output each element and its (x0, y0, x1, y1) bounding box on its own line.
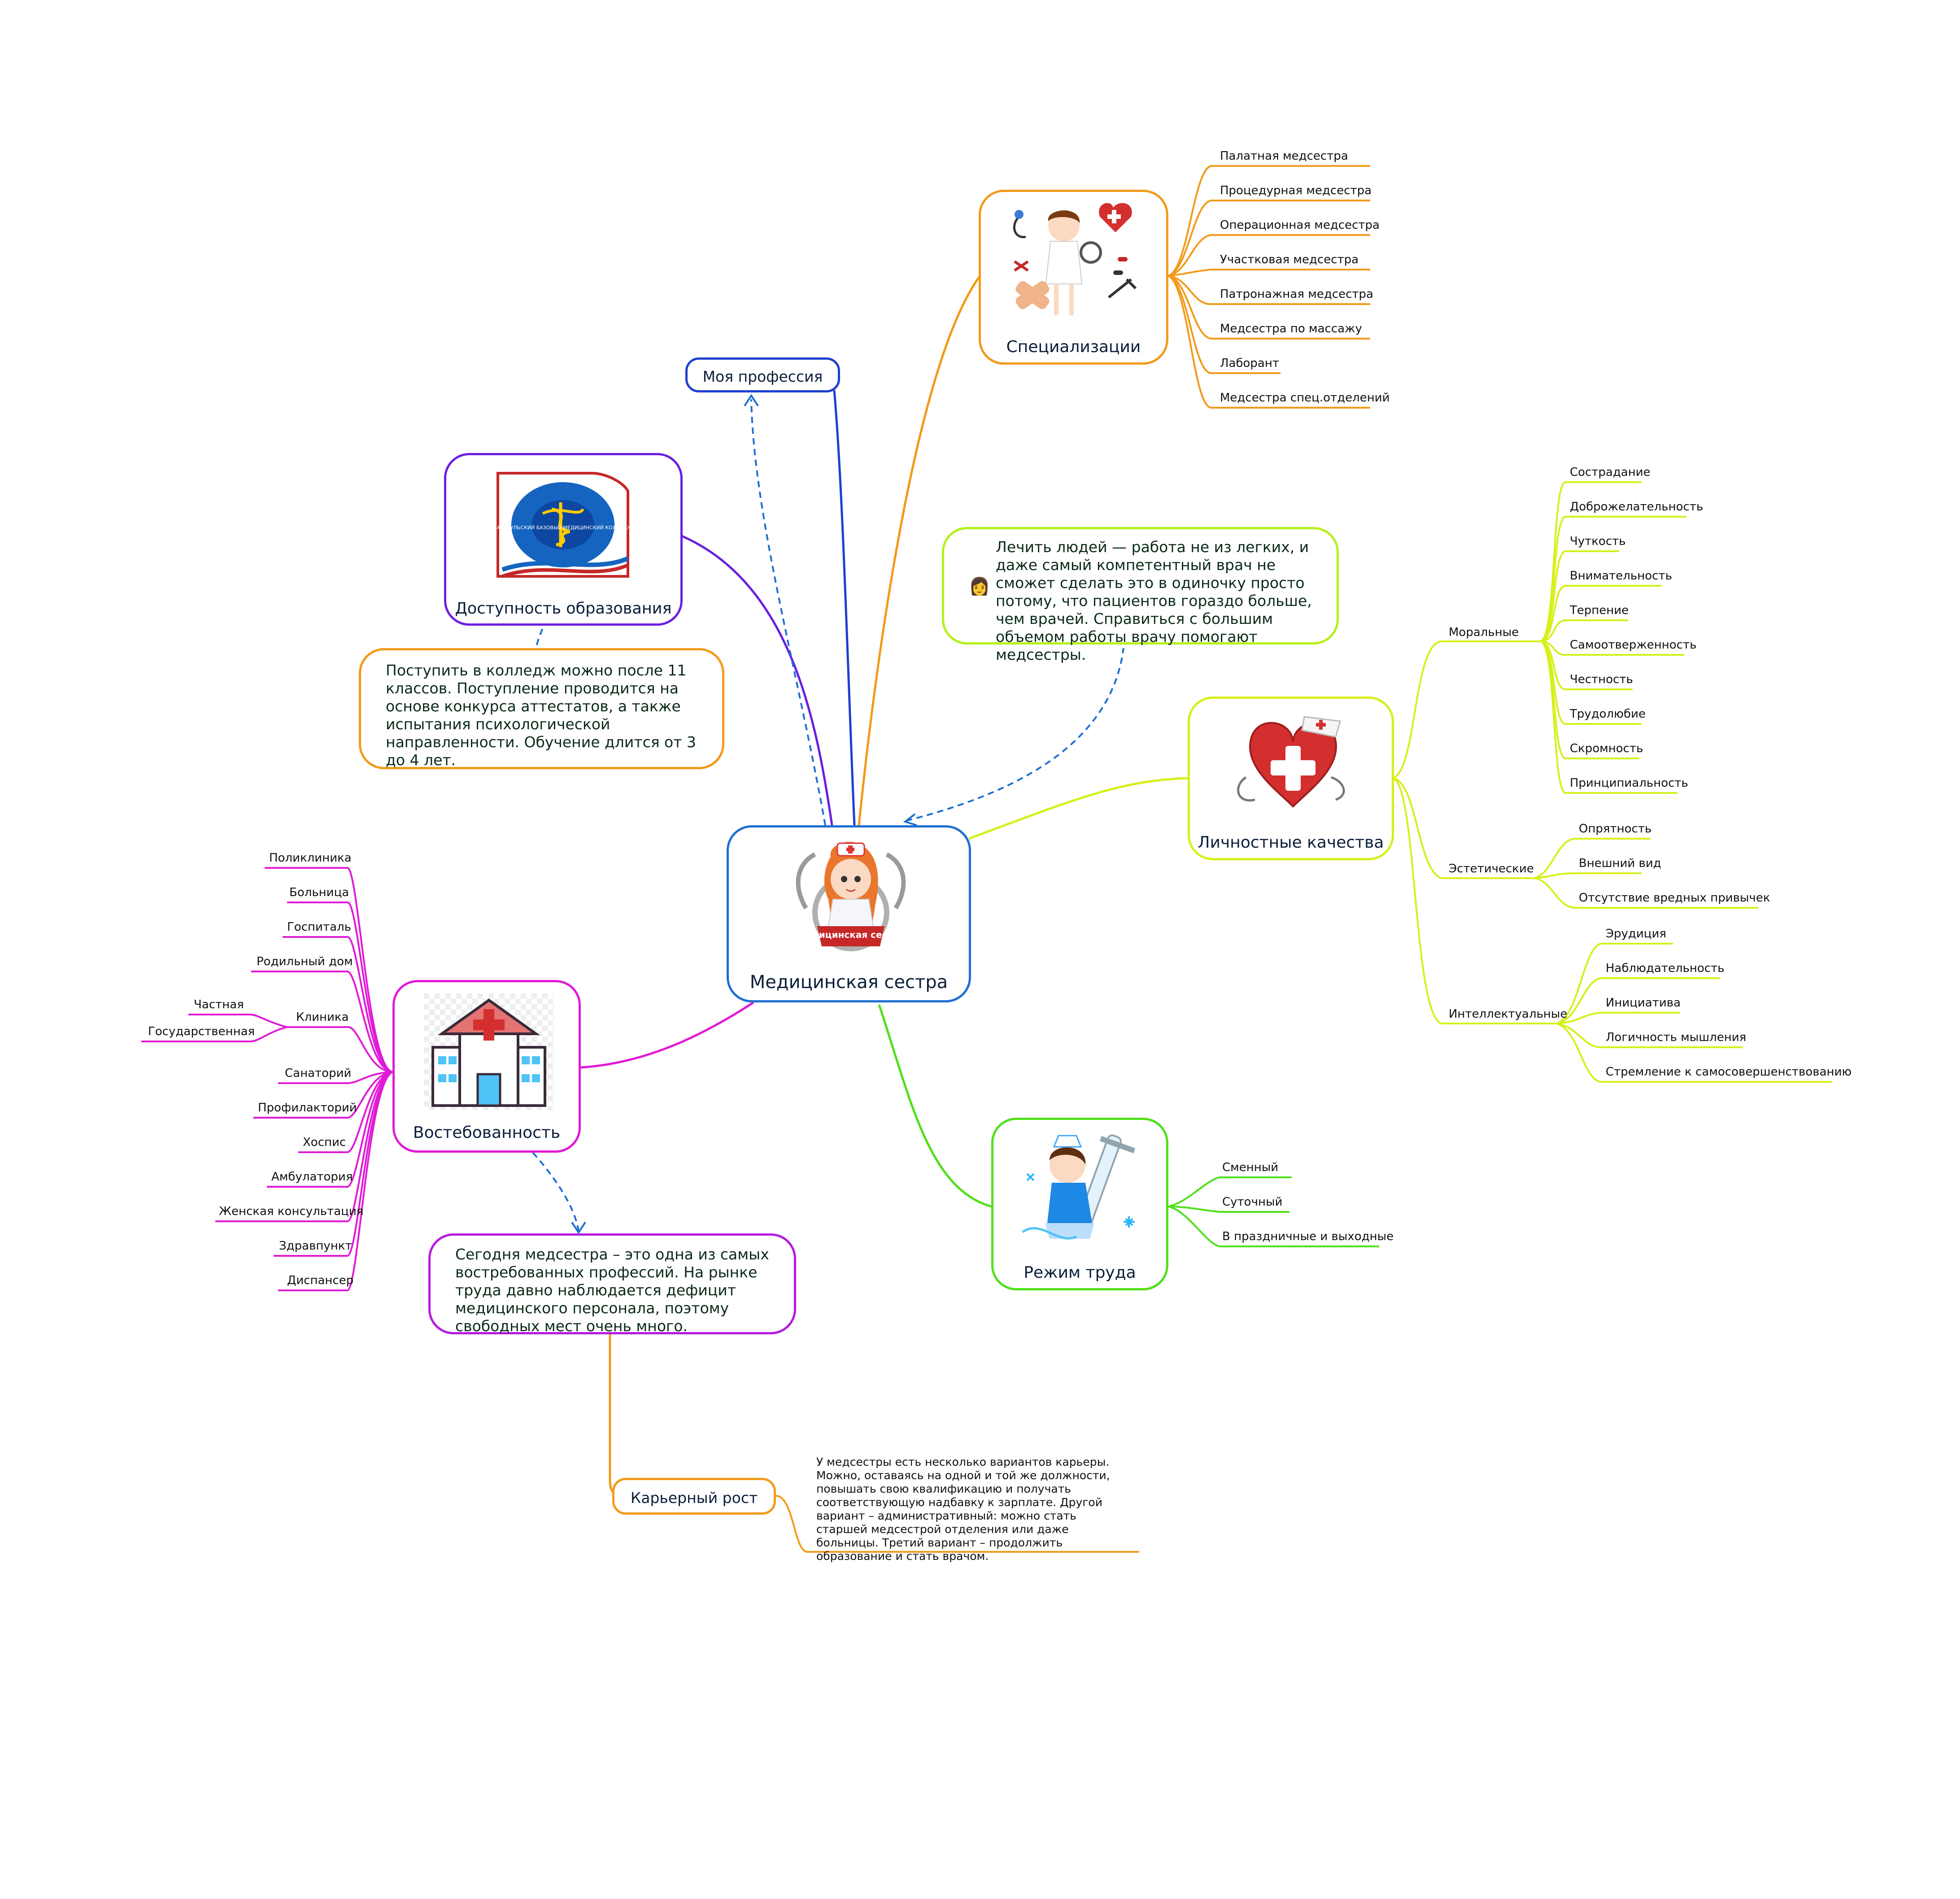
wire-schedule (878, 1004, 992, 1208)
intellectual-item[interactable]: Логичность мышления (1606, 1031, 1747, 1044)
demand-item[interactable]: Амбулатория (271, 1170, 353, 1184)
spec-item[interactable]: Палатная медсестра (1220, 149, 1348, 163)
demand-item[interactable]: Клиника (296, 1010, 349, 1024)
demand-node[interactable]: Востебованность (392, 980, 581, 1153)
qualities-label: Личностные качества (1198, 833, 1384, 852)
demand-item[interactable]: Женская консультация (219, 1205, 364, 1218)
moral-item[interactable]: Честность (1570, 673, 1633, 686)
nurse-emblem-illustration: Медицинская сестра (796, 841, 906, 951)
moral-item[interactable]: Внимательность (1570, 569, 1673, 583)
wire-qualities (968, 777, 1188, 840)
spec-item[interactable]: Медсестра спец.отделений (1220, 391, 1390, 405)
college-logo: БАРНАУЛЬСКИЙ БАЗОВЫЙ МЕДИЦИНСКИЙ КОЛЛЕДЖ (493, 472, 632, 578)
spec-item[interactable]: Патронажная медсестра (1220, 287, 1373, 301)
career-node[interactable]: Карьерный рост (612, 1478, 776, 1515)
clinic-sub-item[interactable]: Частная (194, 998, 244, 1011)
spec-item[interactable]: Медсестра по массажу (1220, 322, 1362, 335)
intellectual-item[interactable]: Наблюдательность (1606, 962, 1725, 975)
college-logo-text: БАРНАУЛЬСКИЙ БАЗОВЫЙ МЕДИЦИНСКИЙ КОЛЛЕДЖ (493, 525, 632, 531)
career-label: Карьерный рост (630, 1489, 758, 1507)
nurse-with-supplies-illustration (1013, 203, 1137, 315)
schedule-item[interactable]: Сменный (1222, 1161, 1279, 1174)
schedule-label: Режим труда (1024, 1263, 1136, 1282)
quote-node[interactable]: 👩 Лечить людей — работа не из легких, и … (942, 527, 1339, 663)
spec-leaf-wires (1167, 165, 1370, 409)
schedule-item[interactable]: Суточный (1222, 1195, 1283, 1209)
demand-item[interactable]: Санаторий (285, 1067, 352, 1080)
qualities-wires (1392, 481, 1832, 1083)
specializations-node[interactable]: Специализации (979, 190, 1168, 365)
aesthetic-item[interactable]: Отсутствие вредных привычек (1579, 891, 1770, 905)
emblem-badge-text: Медицинская сестра (797, 929, 905, 940)
profession-node[interactable]: Моя профессия (685, 357, 840, 392)
demand-item[interactable]: Поликлиника (269, 851, 352, 865)
hospital-icon (424, 993, 554, 1110)
nurse-with-syringe-illustration (1022, 1134, 1136, 1240)
central-title: Медицинская сестра (749, 972, 948, 993)
aesthetic-item[interactable]: Внешний вид (1579, 857, 1661, 870)
qualities-node[interactable]: Личностные качества (1188, 697, 1394, 860)
dash-demand-head (571, 1221, 586, 1234)
spec-item[interactable]: Процедурная медсестра (1220, 184, 1372, 197)
education-label: Доступность образования (455, 600, 672, 618)
moral-item[interactable]: Самоотверженность (1570, 638, 1697, 652)
qualities-group-intellectual[interactable]: Интеллектуальные (1449, 1007, 1568, 1021)
aesthetic-item[interactable]: Опрятность (1579, 822, 1652, 836)
moral-item[interactable]: Терпение (1570, 604, 1629, 617)
wire-career-note (775, 1495, 1139, 1553)
spec-item[interactable]: Лаборант (1220, 357, 1280, 370)
education-node[interactable]: БАРНАУЛЬСКИЙ БАЗОВЫЙ МЕДИЦИНСКИЙ КОЛЛЕДЖ… (444, 453, 683, 626)
demand-item[interactable]: Профилакторий (258, 1101, 357, 1115)
demand-item[interactable]: Родильный дом (257, 955, 353, 968)
moral-item[interactable]: Чуткость (1570, 535, 1626, 548)
wire-profession (833, 390, 856, 826)
wire-demand (580, 1001, 754, 1069)
career-note-text: У медсестры есть несколько вариантов кар… (816, 1455, 1110, 1563)
moral-item[interactable]: Принципиальность (1570, 776, 1688, 790)
intellectual-item[interactable]: Инициатива (1606, 996, 1681, 1010)
qualities-group-aesthetic[interactable]: Эстетические (1449, 862, 1534, 875)
demand-item[interactable]: Госпиталь (287, 920, 351, 934)
wire-specializations (858, 275, 981, 826)
wire-career (609, 1328, 628, 1497)
intellectual-item[interactable]: Эрудиция (1606, 927, 1667, 941)
dash-quote-head (903, 813, 917, 826)
schedule-wires (1168, 1176, 1379, 1247)
moral-item[interactable]: Доброжелательность (1570, 500, 1703, 514)
demand-item[interactable]: Диспансер (287, 1274, 354, 1287)
dash-profession (750, 399, 826, 826)
demand-item[interactable]: Здравпункт (279, 1239, 352, 1253)
dash-education (535, 598, 555, 649)
moral-item[interactable]: Сострадание (1570, 466, 1651, 479)
demand-wires (141, 867, 393, 1291)
spec-item[interactable]: Операционная медсестра (1220, 218, 1380, 232)
specializations-label: Специализации (1006, 338, 1141, 356)
central-node[interactable]: Медицинская сестра Медицинская сестра (727, 825, 971, 1002)
profession-label: Моя профессия (702, 368, 823, 385)
intellectual-item[interactable]: Стремление к самосовершенствованию (1606, 1065, 1852, 1079)
nurse-emoji-icon: 👩 (969, 576, 990, 596)
demand-label: Востебованность (413, 1124, 561, 1142)
demand-note-text: Сегодня медсестра – это одна из самых во… (455, 1246, 769, 1335)
dash-profession-head (744, 394, 759, 407)
education-note-node[interactable]: Поступить в колледж можно после 11 класс… (359, 648, 724, 769)
schedule-node[interactable]: Режим труда (991, 1118, 1168, 1290)
quote-text: Лечить людей — работа не из легких, и да… (996, 538, 1312, 663)
clinic-sub-item[interactable]: Государственная (148, 1025, 255, 1038)
dash-quote (906, 648, 1124, 822)
spec-item[interactable]: Участковая медсестра (1220, 253, 1359, 266)
moral-item[interactable]: Трудолюбие (1570, 707, 1646, 721)
qualities-group-moral[interactable]: Моральные (1449, 626, 1519, 639)
demand-item[interactable]: Больница (289, 886, 349, 899)
demand-note-node[interactable]: Сегодня медсестра – это одна из самых во… (428, 1233, 796, 1335)
education-note-text: Поступить в колледж можно после 11 класс… (386, 662, 696, 769)
demand-item[interactable]: Хоспис (303, 1136, 346, 1149)
heart-cross-icon (1237, 716, 1345, 808)
moral-item[interactable]: Скромность (1570, 742, 1643, 755)
wire-education (681, 535, 833, 826)
schedule-item[interactable]: В праздничные и выходные (1222, 1230, 1394, 1243)
